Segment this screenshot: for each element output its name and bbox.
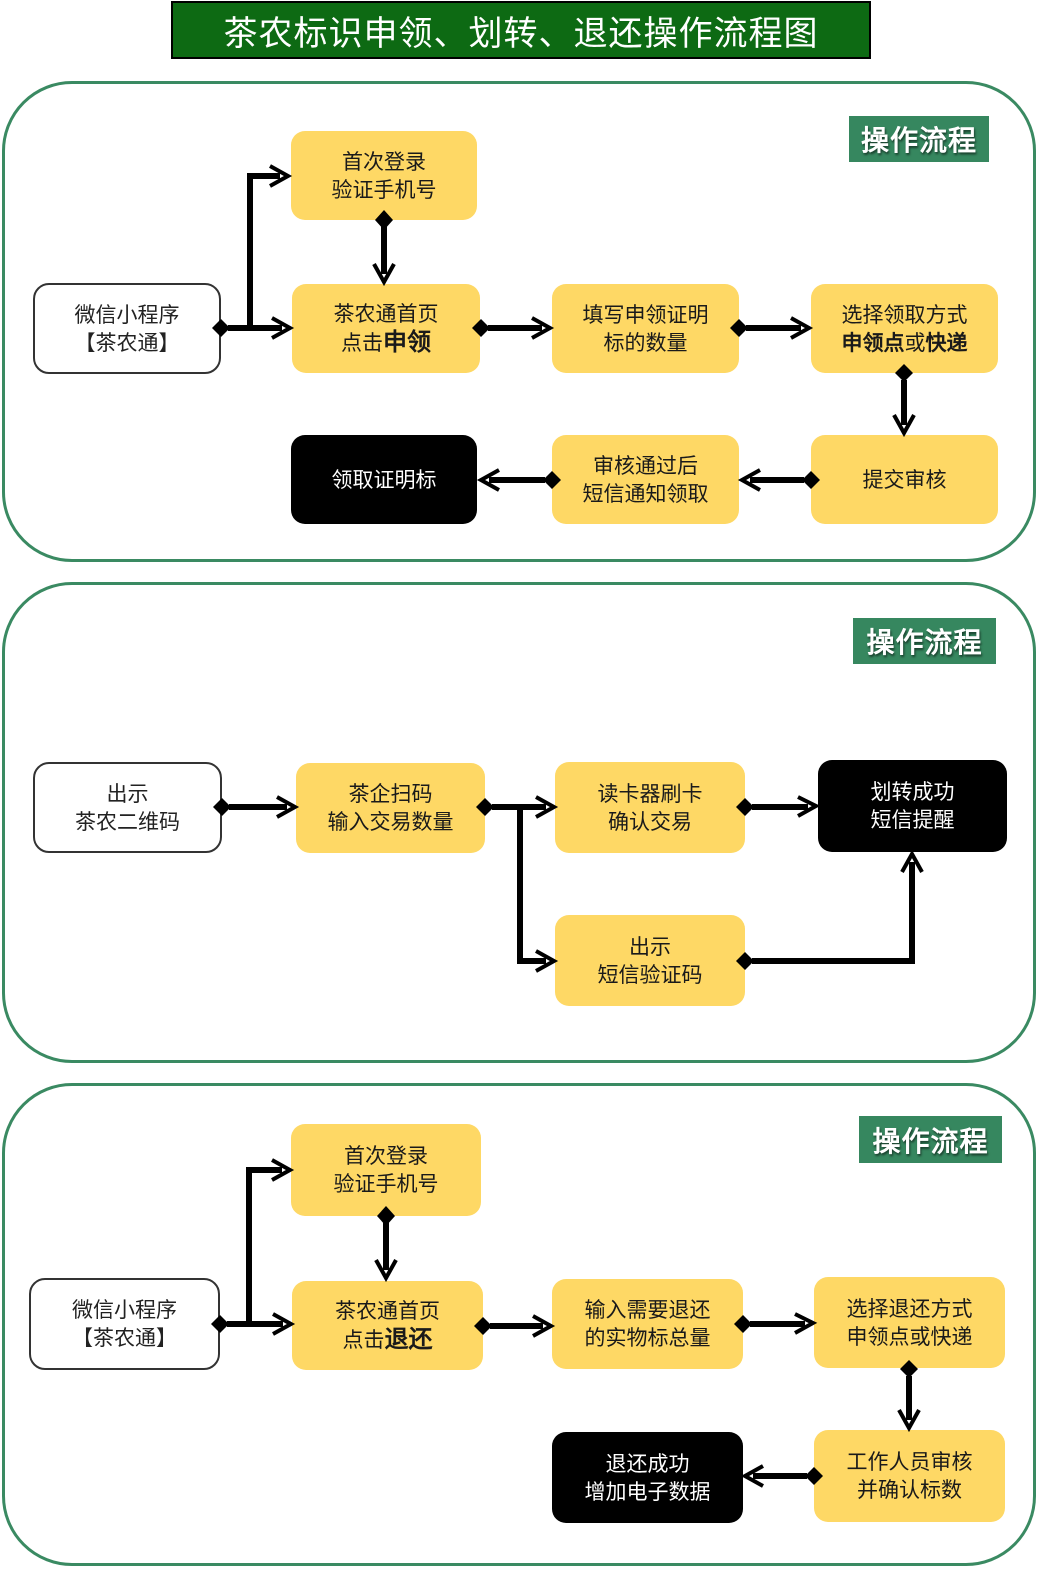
return-success-node[interactable]: 退还成功 增加电子数据	[552, 1432, 743, 1523]
transfer-card-node[interactable]: 读卡器刷卡 确认交易	[555, 762, 745, 853]
return-home-node[interactable]: 茶农通首页 点击退还	[292, 1281, 483, 1370]
node-text-line: 读卡器刷卡	[597, 781, 703, 806]
node-text-line: 出示	[629, 934, 671, 959]
node-text-line: 并确认标数	[857, 1478, 962, 1502]
transfer-sms-code-node[interactable]: 出示 短信验证码	[555, 915, 745, 1006]
node-text-line: 点击退还	[343, 1325, 433, 1354]
node-text-line: 【茶农通】	[74, 330, 180, 355]
node-text-line: 选择领取方式	[841, 302, 968, 327]
node-text-line: 茶企扫码	[348, 782, 433, 806]
node-text-line: 首次登录	[342, 149, 426, 174]
node-text-line: 领取证明标	[331, 467, 437, 492]
node-text-line: 短信验证码	[597, 962, 703, 987]
node-text-prefix: 点击	[341, 331, 383, 355]
node-text-line: 确认交易	[608, 809, 692, 834]
apply-home-node[interactable]: 茶农通首页 点击申领	[292, 284, 480, 373]
return-input-qty-node[interactable]: 输入需要退还 的实物标总量	[552, 1279, 743, 1369]
node-text-line: 申领点或快递	[842, 329, 968, 357]
node-text-line: 茶农通首页	[333, 302, 439, 326]
node-text-line: 微信小程序	[74, 302, 180, 327]
transfer-success-node[interactable]: 划转成功 短信提醒	[818, 760, 1007, 852]
apply-choose-method-node[interactable]: 选择领取方式 申领点或快递	[811, 284, 998, 373]
node-text-line: 验证手机号	[333, 1172, 439, 1196]
transfer-start-node[interactable]: 出示 茶农二维码	[33, 762, 222, 853]
node-text-line: 退还成功	[605, 1451, 690, 1476]
return-first-login-node[interactable]: 首次登录 验证手机号	[291, 1124, 481, 1216]
node-text-line: 划转成功	[870, 780, 955, 804]
return-choose-method-node[interactable]: 选择退还方式 申领点或快递	[814, 1277, 1005, 1368]
node-text-emphasis: 退还	[384, 1325, 433, 1353]
node-text-line: 茶农通首页	[335, 1299, 440, 1323]
return-staff-review-node[interactable]: 工作人员审核 并确认标数	[814, 1430, 1005, 1522]
node-text-line: 选择退还方式	[846, 1296, 973, 1321]
node-text-line: 首次登录	[344, 1144, 428, 1168]
page-title: 茶农标识申领、划转、退还操作流程图	[171, 1, 871, 59]
node-text-line: 增加电子数据	[584, 1479, 711, 1504]
node-text-line: 微信小程序	[72, 1298, 177, 1322]
node-text-line: 填写申领证明	[582, 302, 709, 327]
node-text-line: 的实物标总量	[584, 1326, 711, 1350]
apply-start-node[interactable]: 微信小程序 【茶农通】	[33, 283, 221, 374]
node-text-plain: 或	[904, 330, 926, 355]
node-text-line: 茶农二维码	[75, 809, 180, 834]
node-text-emphasis: 申领点	[841, 330, 905, 355]
return-start-node[interactable]: 微信小程序 【茶农通】	[29, 1278, 220, 1370]
node-text-line: 【茶农通】	[72, 1326, 177, 1350]
node-text-line: 短信提醒	[870, 808, 955, 832]
node-text-line: 工作人员审核	[846, 1450, 973, 1474]
node-text-line: 输入需要退还	[584, 1298, 711, 1322]
node-text-line: 输入交易数量	[327, 810, 454, 834]
node-text-line: 提交审核	[862, 467, 947, 492]
node-text-line: 标的数量	[603, 330, 688, 355]
panel-return-badge: 操作流程	[859, 1116, 1002, 1163]
node-text-line: 验证手机号	[331, 177, 437, 202]
node-text-line: 出示	[106, 781, 149, 806]
node-text-line: 审核通过后	[593, 453, 698, 478]
node-text-emphasis: 申领	[383, 328, 431, 356]
apply-submit-node[interactable]: 提交审核	[811, 435, 998, 524]
apply-first-login-node[interactable]: 首次登录 验证手机号	[291, 131, 477, 220]
apply-receive-node[interactable]: 领取证明标	[291, 435, 477, 524]
apply-fill-qty-node[interactable]: 填写申领证明 标的数量	[552, 284, 739, 373]
node-text-line: 申领点或快递	[846, 1324, 973, 1349]
apply-approved-node[interactable]: 审核通过后 短信通知领取	[552, 435, 739, 524]
node-text-prefix: 点击	[342, 1328, 385, 1352]
node-text-line: 短信通知领取	[582, 481, 709, 506]
node-text-emphasis: 快递	[925, 330, 968, 355]
node-text-line: 点击申领	[341, 328, 431, 357]
transfer-scan-node[interactable]: 茶企扫码 输入交易数量	[296, 763, 485, 853]
panel-apply-badge: 操作流程	[849, 116, 989, 162]
panel-transfer-badge: 操作流程	[853, 618, 996, 664]
